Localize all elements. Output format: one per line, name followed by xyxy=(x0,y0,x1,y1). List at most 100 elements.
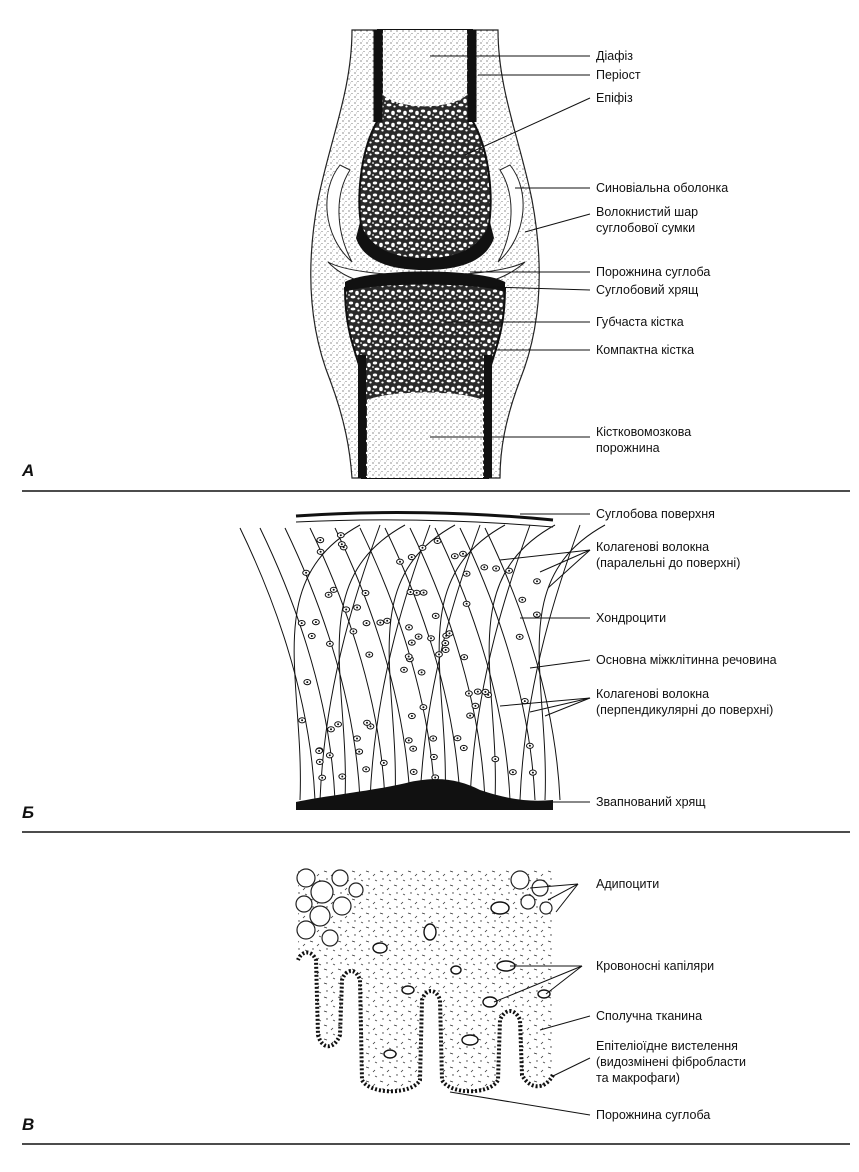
chondrocyte-nucleus xyxy=(495,567,498,570)
chondrocyte-nucleus xyxy=(484,690,487,693)
svg-text:Колагенові волокна: Колагенові волокна xyxy=(596,540,709,554)
label-spongy: Губчаста кістка xyxy=(596,315,684,329)
collagen-fibre xyxy=(409,527,486,801)
panel-letter-c: В xyxy=(22,1115,34,1134)
panel-c-leaders xyxy=(449,883,591,1116)
chondrocyte-nucleus xyxy=(444,642,447,645)
chondrocyte-nucleus xyxy=(399,560,401,563)
chondrocyte-nucleus xyxy=(523,700,526,703)
chondrocyte-nucleus xyxy=(319,539,322,542)
svg-text:(паралельні до поверхні): (паралельні до поверхні) xyxy=(596,556,740,570)
label-collagen-perp-1: Колагенові волокна xyxy=(596,687,709,701)
chondrocyte-nucleus xyxy=(456,737,459,740)
chondrocyte-nucleus xyxy=(306,681,309,684)
chondrocyte-nucleus xyxy=(444,648,447,651)
chondrocyte-nucleus xyxy=(301,719,304,722)
chondrocyte-nucleus xyxy=(412,747,415,750)
svg-text:Епіфіз: Епіфіз xyxy=(596,91,633,105)
panel-letter-b: Б xyxy=(22,803,34,822)
panel-a-leaders xyxy=(430,55,591,438)
panel-b-cartilage xyxy=(239,511,606,810)
collagen-fibre xyxy=(469,524,531,801)
chondrocyte-nucleus xyxy=(321,776,324,779)
chondrocyte-nucleus xyxy=(337,723,340,726)
panel-letter-a: А xyxy=(21,461,34,480)
label-cavity: Порожнина суглоба xyxy=(596,265,710,279)
svg-text:порожнина: порожнина xyxy=(596,441,660,455)
collagen-fibre xyxy=(438,524,506,801)
collagen-fibre xyxy=(239,527,316,801)
svg-text:Діафіз: Діафіз xyxy=(596,49,633,63)
collagen-fibre xyxy=(488,524,556,801)
label-capillaries: Кровоносні капіляри xyxy=(596,959,714,973)
svg-text:(перпендикулярні до поверхні): (перпендикулярні до поверхні) xyxy=(596,703,773,717)
chondrocyte-nucleus xyxy=(448,632,451,635)
label-synovial: Синовіальна оболонка xyxy=(596,181,728,195)
connective-tissue xyxy=(298,868,553,1092)
chondrocyte-nucleus xyxy=(432,737,435,740)
svg-text:Основна міжклітинна речовина: Основна міжклітинна речовина xyxy=(596,653,777,667)
label-diaphysis: Діафіз xyxy=(596,49,633,63)
collagen-fibre xyxy=(434,527,511,801)
chondrocyte-nucleus xyxy=(467,692,470,695)
calcified-cartilage xyxy=(296,779,553,810)
chondrocyte-nucleus xyxy=(310,635,313,637)
chondrocyte-nucleus xyxy=(434,614,437,617)
chondrocyte-nucleus xyxy=(453,555,456,558)
svg-text:Синовіальна оболонка: Синовіальна оболонка xyxy=(596,181,728,195)
chondrocyte-nucleus xyxy=(483,566,486,569)
panel-c-synovium xyxy=(295,868,555,1094)
chondrocyte-nucleus xyxy=(356,606,359,609)
chondrocyte-nucleus xyxy=(318,749,321,752)
chondrocyte-nucleus xyxy=(339,534,342,537)
label-connective: Сполучна тканина xyxy=(596,1009,702,1023)
label-periosteum: Періост xyxy=(596,68,641,82)
label-marrow-2: порожнина xyxy=(596,441,660,455)
epithelioid-lining xyxy=(296,950,555,1094)
marrow-cavity xyxy=(367,392,483,478)
label-collagen-perp-2: (перпендикулярні до поверхні) xyxy=(596,703,773,717)
chondrocyte-nucleus xyxy=(330,728,332,731)
chondrocyte-nucleus xyxy=(422,706,425,709)
svg-text:Звапнований хрящ: Звапнований хрящ xyxy=(596,795,706,809)
label-marrow-1: Кістковомозкова xyxy=(596,425,691,439)
chondrocyte-nucleus xyxy=(364,592,367,594)
chondrocyte-nucleus xyxy=(434,776,437,779)
label-epiphysis: Епіфіз xyxy=(596,91,633,105)
label-collagen-par-2: (паралельні до поверхні) xyxy=(596,556,740,570)
upper-cartilage xyxy=(356,222,494,270)
chondrocyte-nucleus xyxy=(465,572,468,575)
chondrocyte-nucleus xyxy=(412,770,415,773)
svg-text:(видозмінені фібробласти: (видозмінені фібробласти xyxy=(596,1055,746,1069)
chondrocyte-nucleus xyxy=(369,725,372,728)
chondrocyte-nucleus xyxy=(438,653,440,656)
collagen-fibre xyxy=(538,524,606,801)
chondrocyte-nucleus xyxy=(366,721,368,724)
svg-text:Порожнина суглоба: Порожнина суглоба xyxy=(596,265,710,279)
chondrocyte-nucleus xyxy=(328,642,331,645)
articular-surface xyxy=(295,511,554,522)
chondrocyte-nucleus xyxy=(436,539,439,542)
chondrocyte-nucleus xyxy=(365,622,368,625)
chondrocyte-nucleus xyxy=(319,550,322,553)
chondrocyte-nucleus xyxy=(332,588,335,591)
chondrocyte-nucleus xyxy=(409,591,412,593)
panel-b-leaders xyxy=(499,513,591,803)
chondrocyte-nucleus xyxy=(300,622,303,625)
panel-a-labels: Діафіз Періост Епіфіз Синовіальна оболон… xyxy=(21,49,728,480)
chondrocyte-nucleus xyxy=(430,637,432,640)
collagen-fibre xyxy=(519,524,581,801)
chondrocyte-nucleus xyxy=(511,771,514,774)
collagen-fibre xyxy=(384,527,461,801)
svg-text:Кістковомозкова: Кістковомозкова xyxy=(596,425,691,439)
chondrocyte-nucleus xyxy=(463,656,466,659)
collagen-fibre xyxy=(459,527,536,801)
svg-text:Порожнина суглоба: Порожнина суглоба xyxy=(596,1108,710,1122)
label-calcified: Звапнований хрящ xyxy=(596,795,706,809)
collagen-fibre xyxy=(334,527,411,801)
chondrocyte-nucleus xyxy=(469,714,472,717)
chondrocyte-nucleus xyxy=(305,571,308,574)
chondrocyte-nucleus xyxy=(462,747,465,749)
chondrocyte-nucleus xyxy=(476,690,479,693)
